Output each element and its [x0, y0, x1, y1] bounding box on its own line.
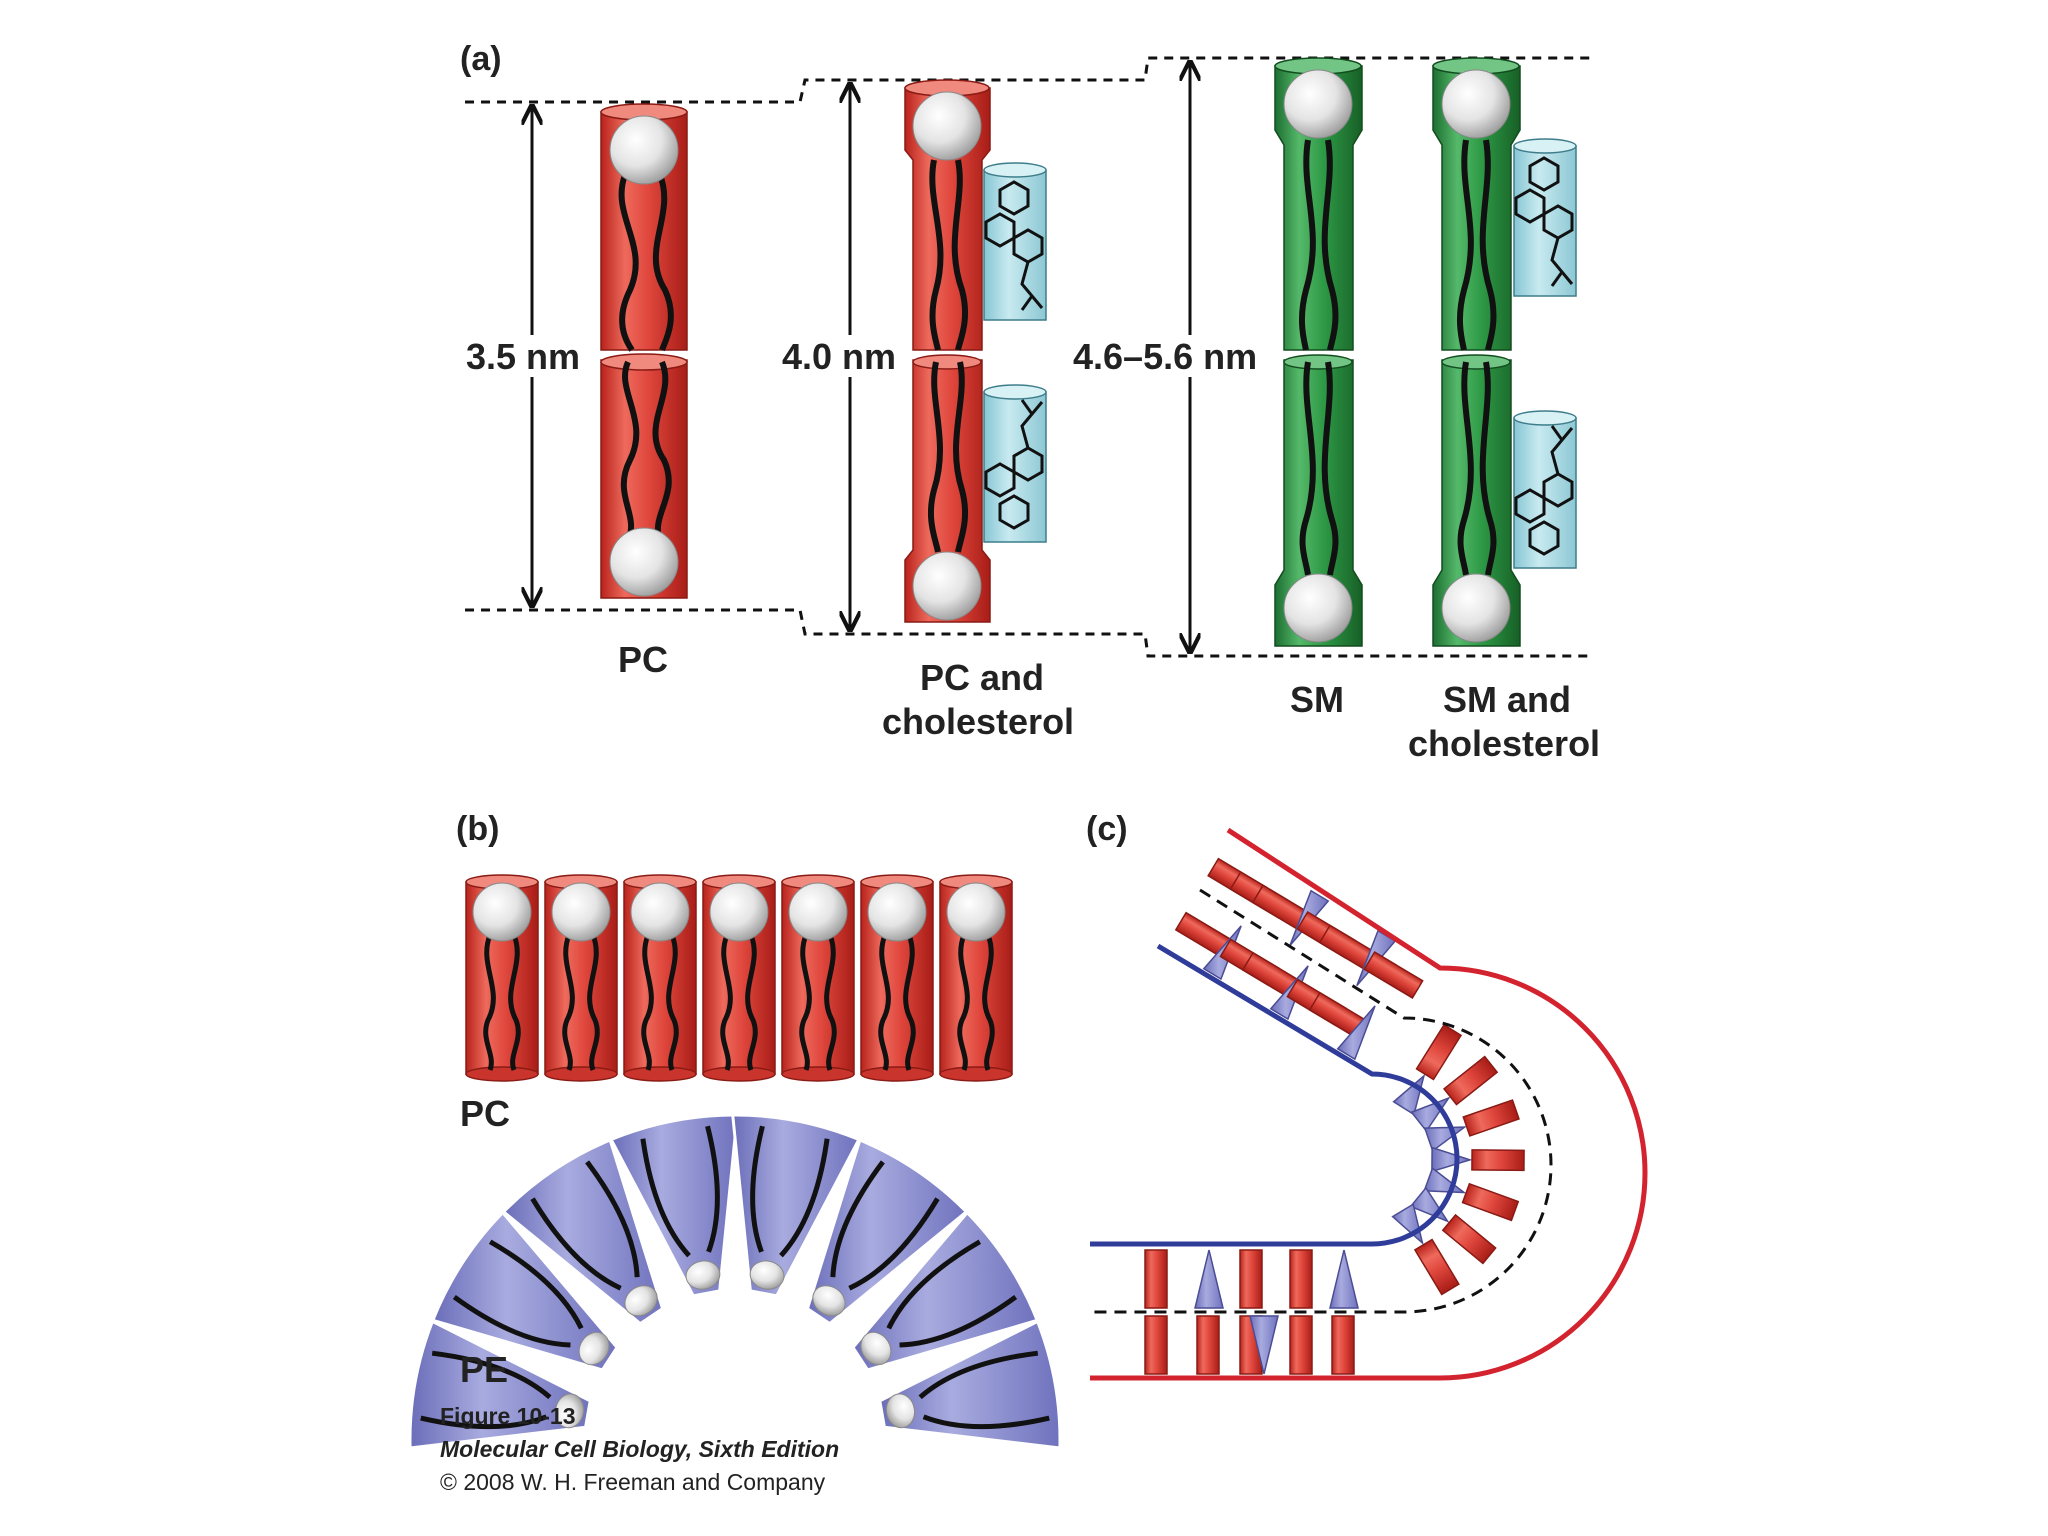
- pe-head-group-ball: [685, 1260, 721, 1290]
- cholesterol-top: [983, 162, 1047, 321]
- pe-lipid: [1249, 1315, 1279, 1375]
- pc-head-group-ball: [630, 882, 690, 942]
- book-title: Molecular Cell Biology, Sixth Edition: [440, 1436, 839, 1462]
- pe-head-group-ball: [749, 1260, 785, 1290]
- pc-bilayer: [600, 103, 688, 599]
- pe-label: PE: [460, 1349, 508, 1390]
- pc-cholesterol-bilayer: [904, 79, 1047, 623]
- pc-lipid: [1442, 1055, 1499, 1106]
- pc-head-group-ball: [709, 882, 769, 942]
- pc-thickness-label: 3.5 nm: [466, 336, 580, 377]
- pc-cholesterol-label-line2: cholesterol: [882, 701, 1074, 742]
- pc-chol-thickness-label: 4.0 nm: [782, 336, 896, 377]
- pc-lipid: [1413, 1238, 1460, 1296]
- sm-head-group-ball: [1283, 573, 1353, 643]
- pc-head-group-ball: [912, 91, 982, 161]
- pc-lipid: [939, 874, 1013, 1082]
- sm-cholesterol-label-line2: cholesterol: [1408, 723, 1600, 764]
- pc-head-group-ball: [609, 527, 679, 597]
- pc-head-group-ball: [551, 882, 611, 942]
- pc-lipid: [1239, 1249, 1263, 1309]
- pc-lipid-top: [600, 103, 688, 352]
- pc-lipid: [623, 874, 697, 1082]
- curved-bilayer-lipids: [1144, 857, 1525, 1375]
- pc-lipid: [544, 874, 618, 1082]
- pc-lipid: [1196, 1315, 1220, 1375]
- pe-head-group-ball: [554, 1393, 585, 1429]
- inner-leaflet-line: [1090, 943, 1460, 1247]
- pc-lipid-top: [904, 79, 991, 351]
- cholesterol-bottom: [983, 384, 1047, 543]
- pe-lipid: [1194, 1249, 1224, 1309]
- pc-head-group-ball: [912, 551, 982, 621]
- outer-leaflet-line: [1090, 827, 1648, 1381]
- pe-lipid: [1329, 1249, 1359, 1309]
- sm-head-group-ball: [1441, 69, 1511, 139]
- pc-lipid: [781, 874, 855, 1082]
- sm-lipid-bottom: [1274, 354, 1363, 647]
- pc-lipid: [1331, 1315, 1355, 1375]
- pc-lipid: [1363, 951, 1424, 999]
- sm-lipid-bottom: [1432, 354, 1521, 647]
- pe-lipid: [1336, 1005, 1376, 1061]
- panel-label-c: (c): [1086, 810, 1128, 848]
- pc-cholesterol-label-line1: PC and: [920, 657, 1044, 698]
- pc-head-group-ball: [946, 882, 1006, 942]
- pe-head-group-ball: [578, 1331, 610, 1366]
- pc-head-group-ball: [609, 115, 679, 185]
- pc-lipid: [1289, 1315, 1313, 1375]
- sm-lipid-top: [1274, 57, 1363, 351]
- pc-lipid: [1461, 1182, 1520, 1222]
- sm-cholesterol-bilayer: [1432, 57, 1577, 647]
- sm-cholesterol-label-line1: SM and: [1443, 679, 1571, 720]
- sm-lipid-top: [1432, 57, 1521, 351]
- sm-head-group-ball: [1283, 69, 1353, 139]
- pc-lipid: [1471, 1149, 1525, 1172]
- pc-lipid: [860, 874, 934, 1082]
- pc-lipid-bottom: [904, 354, 991, 623]
- pc-lipid: [1462, 1099, 1520, 1137]
- pc-lipid: [1144, 1315, 1168, 1375]
- pe-head-group-ball: [860, 1331, 892, 1366]
- sm-label: SM: [1290, 679, 1344, 720]
- pe-lipid: [805, 1137, 969, 1326]
- sm-thickness-label: 4.6–5.6 nm: [1073, 336, 1257, 377]
- pc-row-label: PC: [460, 1093, 510, 1134]
- pc-monolayer-row: [465, 874, 1013, 1082]
- pc-lipid: [702, 874, 776, 1082]
- membrane-boundary-lines: [465, 56, 1592, 658]
- pc-head-group-ball: [472, 882, 532, 942]
- pc-label: PC: [618, 639, 668, 680]
- panel-label-a: (a): [460, 40, 502, 78]
- pc-lipid: [1441, 1213, 1497, 1265]
- pe-lipid: [878, 1319, 1062, 1450]
- pe-head-group-ball: [624, 1285, 658, 1317]
- panel-label-b: (b): [456, 810, 499, 848]
- pc-lipid: [1415, 1023, 1463, 1081]
- pc-lipid: [1289, 1249, 1313, 1309]
- copyright-line: © 2008 W. H. Freeman and Company: [440, 1469, 826, 1495]
- figure-number: Figure 10-13: [440, 1403, 576, 1429]
- sm-head-group-ball: [1441, 573, 1511, 643]
- sm-bilayer: [1274, 57, 1363, 647]
- pe-head-group-ball: [885, 1393, 916, 1429]
- pc-head-group-ball: [788, 882, 848, 942]
- pe-curved-monolayer: [408, 1113, 1062, 1450]
- pe-head-group-ball: [812, 1285, 846, 1317]
- cholesterol-bottom: [1513, 410, 1577, 569]
- pc-lipid-bottom: [600, 353, 688, 599]
- cholesterol-top: [1513, 138, 1577, 297]
- curved-bilayer: [1090, 827, 1648, 1381]
- pe-lipid: [1431, 1146, 1473, 1173]
- midplane-dashed-line: [1090, 888, 1553, 1314]
- pc-lipid: [1144, 1249, 1168, 1309]
- pc-lipid: [465, 874, 539, 1082]
- pc-head-group-ball: [867, 882, 927, 942]
